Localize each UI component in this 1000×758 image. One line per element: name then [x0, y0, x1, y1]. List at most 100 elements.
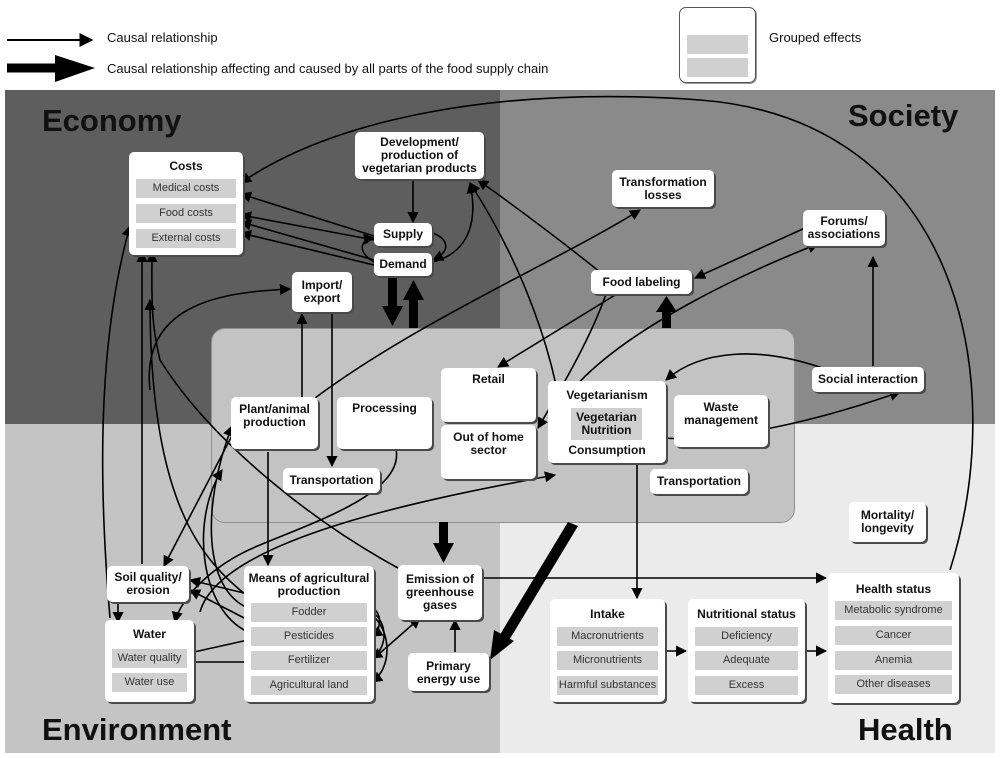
- node-processing: Processing: [337, 397, 432, 449]
- arrow-fodder-loop: [371, 607, 384, 637]
- arrow-means-loop: [371, 614, 388, 683]
- node-intake-item: Micronutrients: [557, 651, 658, 670]
- node-water-title: Water: [133, 627, 166, 641]
- arrow-supply-to-costs: [239, 191, 375, 237]
- legend-grouped-bar: [687, 58, 748, 77]
- node-nutritional-status: Nutritional status Deficiency Adequate E…: [688, 599, 805, 702]
- node-social-interaction: Social interaction: [812, 367, 924, 392]
- node-demand: Demand: [374, 253, 432, 276]
- legend-causal-all-label: Causal relationship affecting and caused…: [107, 61, 549, 76]
- node-intake: Intake Macronutrients Micronutrients Har…: [550, 599, 665, 702]
- arrow-plant-to-soil: [163, 427, 237, 567]
- node-health-item: Other diseases: [835, 675, 952, 694]
- legend-thick-head: [55, 55, 95, 82]
- node-costs: Costs Medical costs Food costs External …: [129, 152, 243, 255]
- health-label: Health: [858, 712, 953, 747]
- node-soil-quality: Soil quality/ erosion: [107, 566, 189, 602]
- economy-label: Economy: [42, 103, 182, 138]
- legend-grouped-bar: [687, 35, 748, 54]
- node-health-status: Health status Metabolic syndrome Cancer …: [828, 573, 959, 703]
- node-health-title: Health status: [855, 582, 932, 596]
- node-nutritional-item: Adequate: [695, 651, 798, 670]
- arrow-demand-to-supply: [361, 233, 377, 264]
- node-means-item: Pesticides: [251, 627, 367, 646]
- arrow-foodlabel-to-outofhome: [537, 293, 607, 429]
- node-intake-item: Macronutrients: [557, 627, 658, 646]
- thick-demand-down-head: [382, 306, 403, 326]
- node-consumption: Vegetarianism Vegetarian Nutrition Consu…: [548, 381, 666, 463]
- node-waste-management: Waste management: [674, 395, 768, 447]
- arrow-demand-to-costs: [239, 219, 375, 261]
- legend-grouped-label: Grouped effects: [769, 30, 862, 45]
- node-retail: Retail: [441, 368, 536, 422]
- arrow-means-to-soil: [188, 576, 249, 595]
- environment-label: Environment: [42, 712, 232, 747]
- society-label: Society: [848, 98, 959, 133]
- arrow-pesticides-to-plant: [202, 469, 249, 633]
- thick-to-energy-head: [490, 630, 514, 660]
- node-transportation-2: Transportation: [650, 469, 748, 494]
- node-vegetarian-nutrition: Vegetarian Nutrition: [571, 408, 642, 440]
- legend-grouped-sample: [679, 7, 756, 83]
- node-means-item: Fertilizer: [251, 651, 367, 670]
- arrow-health-to-costs: [240, 95, 974, 571]
- node-costs-item: External costs: [136, 229, 236, 248]
- arrow-import-from-left: [148, 283, 292, 391]
- thick-demand-down-shaft: [388, 278, 397, 306]
- node-transportation-1: Transportation: [283, 468, 380, 493]
- node-forums: Forums/ associations: [803, 210, 885, 246]
- arrow-water-to-costs: [101, 224, 133, 619]
- node-water: Water Water quality Water use: [105, 620, 194, 702]
- arrow-supply-to-demand: [431, 232, 447, 261]
- node-development: Development/ production of vegetarian pr…: [355, 132, 484, 179]
- arrow-pesticides-to-soil: [189, 589, 249, 621]
- node-emission: Emission of greenhouse gases: [398, 565, 482, 620]
- node-health-item: Anemia: [835, 651, 952, 670]
- node-nutritional-item: Excess: [695, 676, 798, 695]
- node-out-of-home: Out of home sector: [441, 425, 536, 479]
- node-means-of-production: Means of agricultural production Fodder …: [244, 566, 374, 702]
- thick-to-emission-head: [433, 543, 454, 563]
- arrow-means-to-costs: [144, 298, 251, 599]
- arrow-means-to-consumption: [199, 471, 557, 613]
- node-consumption-label: Consumption: [568, 443, 646, 457]
- node-health-item: Cancer: [835, 626, 952, 645]
- thick-to-emission-shaft: [439, 522, 448, 544]
- arrow-foodlabel-to-retail: [497, 291, 621, 368]
- node-import-export: Import/ export: [292, 272, 352, 312]
- node-primary-energy: Primary energy use: [408, 653, 489, 691]
- node-food-labeling: Food labeling: [591, 270, 692, 294]
- node-nutritional-title: Nutritional status: [697, 607, 796, 621]
- arrow-social-to-vegetarianism: [665, 353, 829, 381]
- node-means-item: Agricultural land: [251, 676, 367, 695]
- thick-up-to-foodlabel-shaft: [662, 312, 671, 328]
- node-mortality: Mortality/ longevity: [849, 502, 926, 542]
- node-transformation-losses: Transformation losses: [612, 170, 714, 207]
- node-means-title: Means of agricultural production: [248, 571, 370, 598]
- node-costs-item: Food costs: [136, 204, 236, 223]
- legend-causal-label: Causal relationship: [107, 30, 218, 45]
- node-water-item: Water quality: [112, 649, 187, 668]
- node-intake-item: Harmful substances: [557, 676, 658, 695]
- arrow-forums-to-foodlabel: [693, 227, 806, 279]
- node-supply: Supply: [374, 223, 432, 246]
- node-plant-animal: Plant/animal production: [231, 397, 318, 449]
- thick-up-to-demand-shaft: [409, 300, 418, 328]
- arrow-consumption-to-forums: [567, 242, 820, 396]
- thick-to-energy-shaft: [498, 522, 578, 642]
- arrow-supply-to-costs-2: [239, 211, 375, 241]
- node-costs-title: Costs: [169, 159, 203, 173]
- arrow-demand-to-costs-2: [239, 229, 375, 266]
- arrow-demand-to-dev: [432, 181, 478, 263]
- node-intake-title: Intake: [590, 607, 625, 621]
- node-water-item: Water use: [112, 673, 187, 692]
- thick-up-to-foodlabel-head: [656, 296, 677, 312]
- arrow-foodlabel-to-dev: [477, 179, 601, 273]
- node-nutritional-item: Deficiency: [695, 627, 798, 646]
- node-health-item: Metabolic syndrome: [835, 601, 952, 620]
- node-means-item: Fodder: [251, 603, 367, 622]
- node-costs-item: Medical costs: [136, 179, 236, 198]
- arrow-plant-to-translosses: [314, 209, 641, 399]
- thick-up-to-demand-head: [403, 280, 424, 300]
